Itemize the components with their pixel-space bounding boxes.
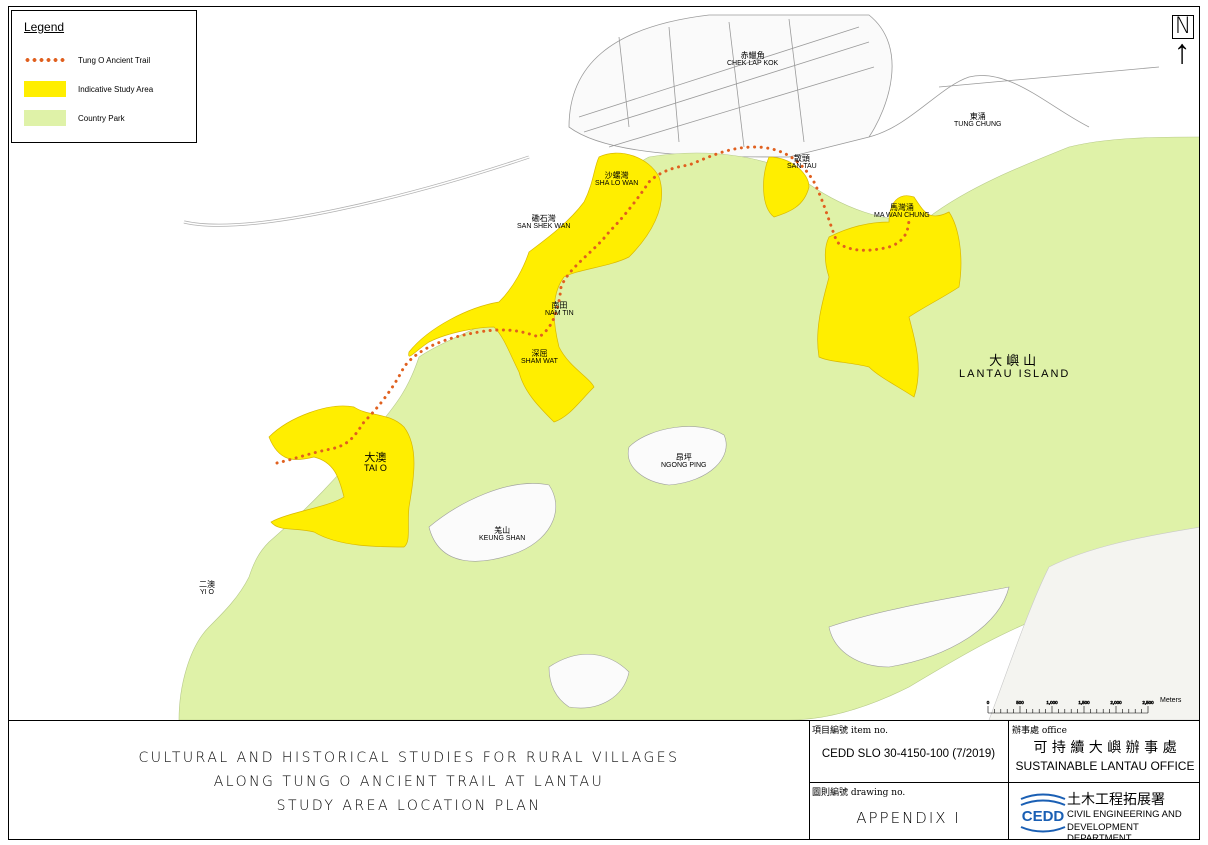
map-canvas: [9, 7, 1199, 720]
study-areas: [268, 152, 962, 548]
office-name-zh: 可 持 續 大 嶼 辦 事 處: [1033, 740, 1177, 756]
dept-name-en-1: CIVIL ENGINEERING AND: [1067, 809, 1182, 820]
svg-text:CEDD: CEDD: [1022, 808, 1065, 825]
title-lines: CULTURAL AND HISTORICAL STUDIES FOR RURA…: [9, 721, 810, 839]
title-line-3: STUDY AREA LOCATION PLAN: [276, 797, 542, 814]
map-legend: Legend Tung O Ancient Trail Indicative S…: [11, 10, 197, 143]
scale-tick-label: 0: [987, 700, 990, 705]
tung-o-ancient-trail: [275, 145, 911, 465]
scale-bar-graphic: 0 500 1,000 1,500 2,000 2,500: [986, 700, 1154, 714]
department-cell: CEDD 土木工程拓展署 CIVIL ENGINEERING AND DEVEL…: [1009, 783, 1199, 840]
north-arrow-icon: ↑: [1173, 33, 1191, 71]
scale-tick-label: 500: [1016, 700, 1024, 705]
north-arrow: N ↑: [1167, 15, 1197, 79]
scale-tick-label: 1,000: [1046, 700, 1058, 705]
cedd-logo-icon: CEDD: [1020, 793, 1066, 833]
scale-tick-label: 1,500: [1078, 700, 1090, 705]
item-no-value: CEDD SLO 30-4150-100 (7/2019): [821, 748, 996, 760]
legend-item-country-park: Country Park: [24, 110, 125, 126]
drawing-no-value: APPENDIX I: [856, 809, 961, 827]
title-line-2: ALONG TUNG O ANCIENT TRAIL AT LANTAU: [213, 773, 605, 790]
north-letter: N: [1172, 15, 1194, 39]
legend-item-trail: Tung O Ancient Trail: [24, 52, 150, 68]
legend-title: Legend: [24, 20, 65, 34]
drawing-no-cell: 圖則編號 drawing no. APPENDIX I: [809, 783, 1009, 839]
dotted-line-swatch: [24, 58, 66, 62]
legend-item-study-area: Indicative Study Area: [24, 81, 153, 97]
dept-name-zh: 土木工程拓展署: [1067, 792, 1165, 808]
map-sheet: Legend Tung O Ancient Trail Indicative S…: [8, 6, 1200, 840]
fill-swatch: [24, 110, 66, 126]
fill-swatch: [24, 81, 66, 97]
scale-tick-label: 2,000: [1110, 700, 1122, 705]
legend-label: Country Park: [78, 113, 125, 123]
scale-tick-label: 2,500: [1142, 700, 1154, 705]
legend-label: Indicative Study Area: [78, 84, 154, 94]
item-no-cell: 項目編號 item no. CEDD SLO 30-4150-100 (7/20…: [809, 721, 1009, 783]
office-name-en: SUSTAINABLE LANTAU OFFICE: [1015, 759, 1195, 773]
dept-name-en-2: DEVELOPMENT DEPARTMENT: [1067, 822, 1139, 840]
scale-unit: Meters: [1160, 697, 1182, 704]
title-line-1: CULTURAL AND HISTORICAL STUDIES FOR RURA…: [138, 749, 680, 766]
legend-label: Tung O Ancient Trail: [78, 55, 151, 65]
village-clearings: [428, 426, 1010, 709]
scale-bar: 0 500 1,000 1,500 2,000 2,500 Meters: [984, 697, 1181, 717]
airport-island: [183, 14, 1160, 227]
title-block: CULTURAL AND HISTORICAL STUDIES FOR RURA…: [9, 720, 1199, 840]
office-cell: 辦事處 office 可 持 續 大 嶼 辦 事 處 SUSTAINABLE L…: [1009, 721, 1199, 783]
